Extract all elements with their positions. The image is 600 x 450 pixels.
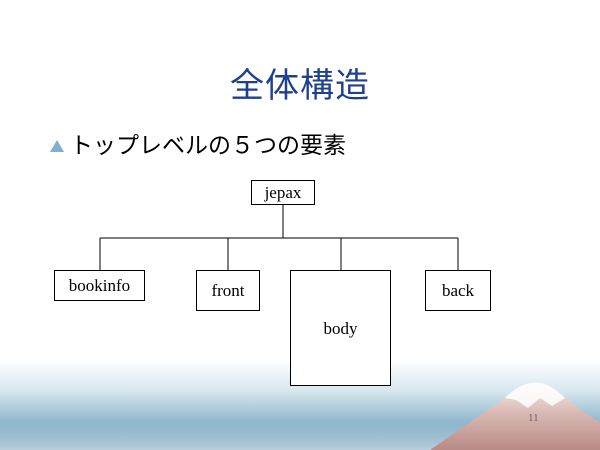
node-bookinfo: bookinfo <box>54 270 145 301</box>
node-back: back <box>425 270 491 311</box>
bullet-row: トップレベルの５つの要素 <box>50 126 346 160</box>
mountain-snowcap <box>505 382 565 408</box>
slide-title: 全体構造 <box>230 66 370 106</box>
page-number: 11 <box>528 412 539 424</box>
triangle-bullet-icon <box>50 140 64 152</box>
node-body: body <box>290 270 391 386</box>
bullet-text: トップレベルの５つの要素 <box>70 133 346 159</box>
node-jepax: jepax <box>251 180 315 205</box>
node-front: front <box>196 270 260 311</box>
